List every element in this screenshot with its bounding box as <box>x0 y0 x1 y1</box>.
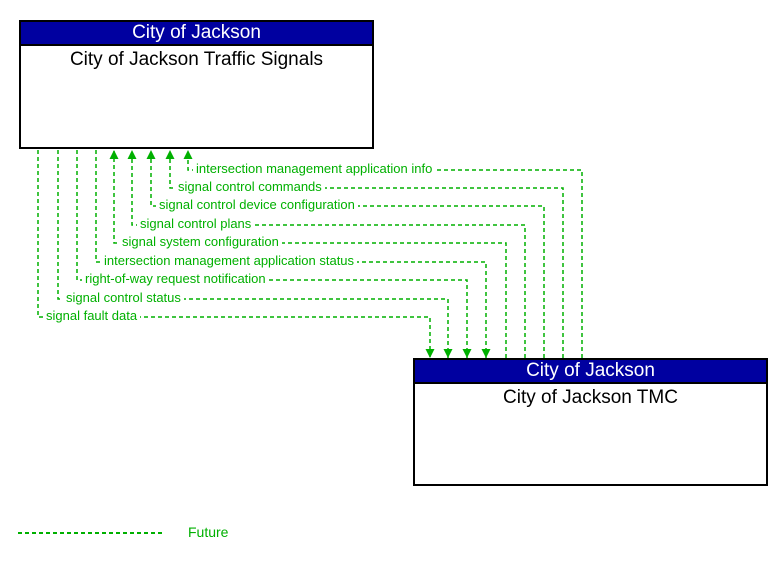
legend-dashed-line-icon <box>18 532 164 534</box>
arrow-up-icon <box>109 150 119 159</box>
flow-label: signal control device configuration <box>156 197 358 213</box>
arrow-down-icon <box>481 349 491 358</box>
flow-line <box>169 150 564 358</box>
entity-box-traffic-signals: City of Jackson City of Jackson Traffic … <box>19 20 374 149</box>
legend-future-label: Future <box>188 524 229 540</box>
flow-label: signal fault data <box>43 308 141 324</box>
flow-label: right-of-way request notification <box>82 271 269 287</box>
entity-header: City of Jackson <box>21 22 372 46</box>
flow-label: intersection management application stat… <box>101 253 358 269</box>
flow-line <box>95 150 487 358</box>
entity-title: City of Jackson TMC <box>503 387 678 408</box>
flow-label: signal control commands <box>175 179 325 195</box>
arrow-down-icon <box>425 349 435 358</box>
arrow-up-icon <box>127 150 137 159</box>
flow-line <box>113 150 507 358</box>
flow-line <box>131 150 526 358</box>
arrow-down-icon <box>443 349 453 358</box>
flow-label: intersection management application info <box>193 161 436 177</box>
arrow-down-icon <box>462 349 472 358</box>
entity-header: City of Jackson <box>415 360 766 384</box>
arrow-up-icon <box>165 150 175 159</box>
arrow-up-icon <box>183 150 193 159</box>
flow-line <box>57 150 449 358</box>
flow-label: signal system configuration <box>119 234 282 250</box>
arrow-up-icon <box>146 150 156 159</box>
flow-label: signal control plans <box>137 216 255 232</box>
entity-box-tmc: City of Jackson City of Jackson TMC <box>413 358 768 486</box>
entity-title: City of Jackson Traffic Signals <box>69 49 324 70</box>
flow-label: signal control status <box>63 290 184 306</box>
flow-line <box>76 150 468 358</box>
